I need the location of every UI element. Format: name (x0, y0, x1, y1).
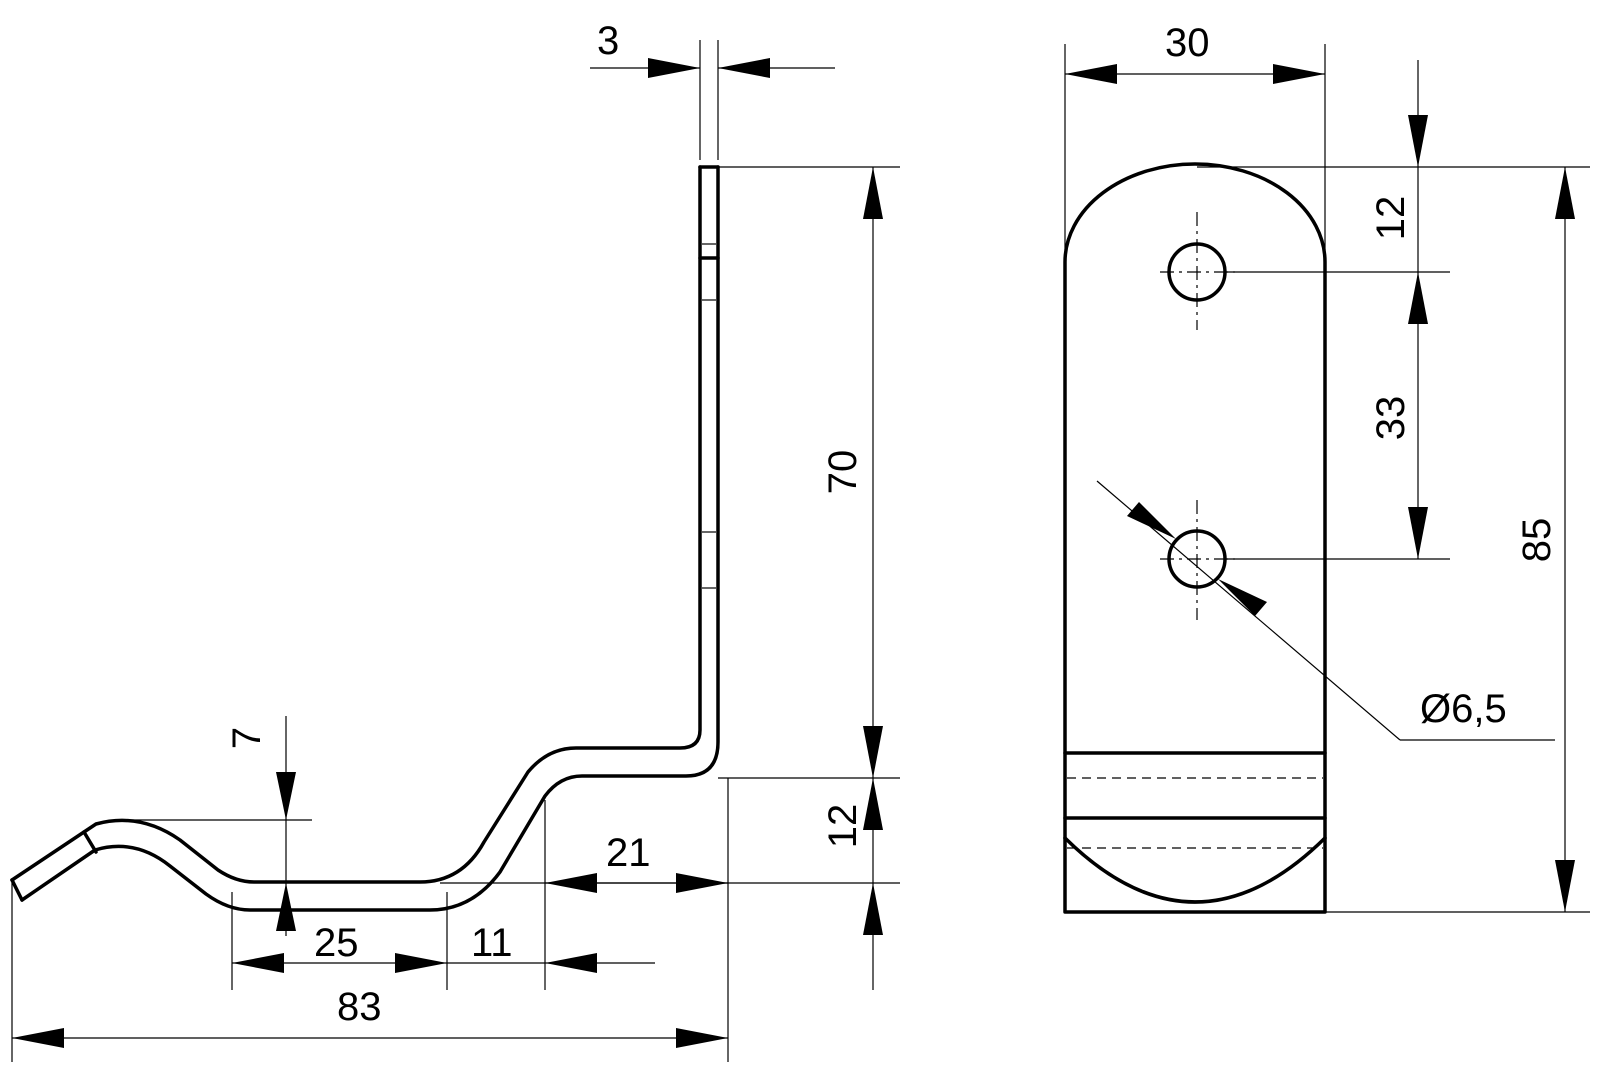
dim-thickness: 3 (597, 19, 619, 63)
dim-dip-depth: 7 (225, 727, 269, 749)
dim-step-height: 12 (821, 804, 865, 849)
side-profile-inner (10, 165, 702, 884)
dim-step-run: 21 (606, 831, 651, 875)
dim-upright-height: 70 (821, 450, 865, 495)
side-view: 3 70 12 7 21 25 11 (10, 19, 900, 1062)
dim-hole-spacing: 33 (1369, 396, 1413, 441)
front-outline (1063, 162, 1327, 914)
dim-overall-height: 85 (1515, 518, 1559, 563)
dim-width: 30 (1165, 21, 1210, 65)
dim-hole-diameter: Ø6,5 (1420, 687, 1507, 731)
dim-top-to-hole: 12 (1369, 196, 1413, 241)
dim-slope-run: 11 (471, 921, 513, 965)
front-view: 30 12 33 85 Ø6,5 (1063, 21, 1590, 914)
dim-base-length: 25 (314, 921, 359, 965)
front-bend-arc (1063, 836, 1327, 904)
dim-overall-length: 83 (337, 985, 382, 1029)
side-profile-tip-bend (82, 830, 98, 854)
side-profile-tip-edge (10, 878, 24, 902)
side-profile-outer (20, 165, 720, 912)
